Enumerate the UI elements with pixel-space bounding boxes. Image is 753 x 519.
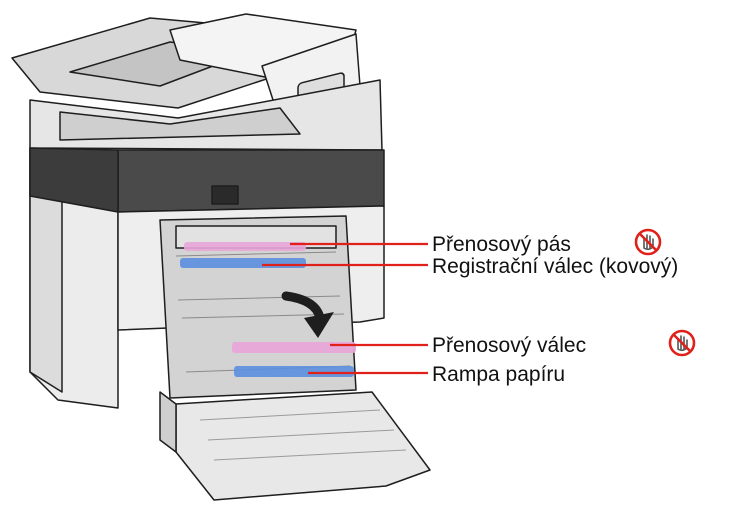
- rear-connector: [211, 185, 239, 205]
- label-transfer-belt: Přenosový pás: [432, 233, 571, 256]
- leader-lines: [262, 242, 428, 375]
- door-hinge-left: [159, 391, 177, 453]
- transfer-belt-highlight: [184, 242, 306, 251]
- label-transfer-roller: Přenosový válec: [432, 334, 586, 357]
- callout-labels: Přenosový pás Registrační válec (kovový)…: [432, 233, 678, 386]
- printer-illustration: [11, 13, 431, 501]
- door-ribs: [199, 409, 407, 461]
- label-registration-roller: Registrační válec (kovový): [432, 255, 678, 278]
- paper-chute-highlight: [234, 366, 354, 377]
- output-tray-slot: [59, 107, 301, 141]
- rear-door-open: [175, 391, 431, 501]
- registration-roller-highlight: [180, 258, 306, 268]
- label-paper-chute: Rampa papíru: [432, 363, 565, 386]
- transfer-roller-highlight: [232, 342, 356, 353]
- open-arrow: [281, 291, 334, 338]
- no-touch-hand-icon: [634, 228, 662, 256]
- no-touch-hand-icon: [668, 329, 696, 357]
- dark-panel-band: [117, 149, 385, 213]
- open-arrow-head: [304, 312, 334, 338]
